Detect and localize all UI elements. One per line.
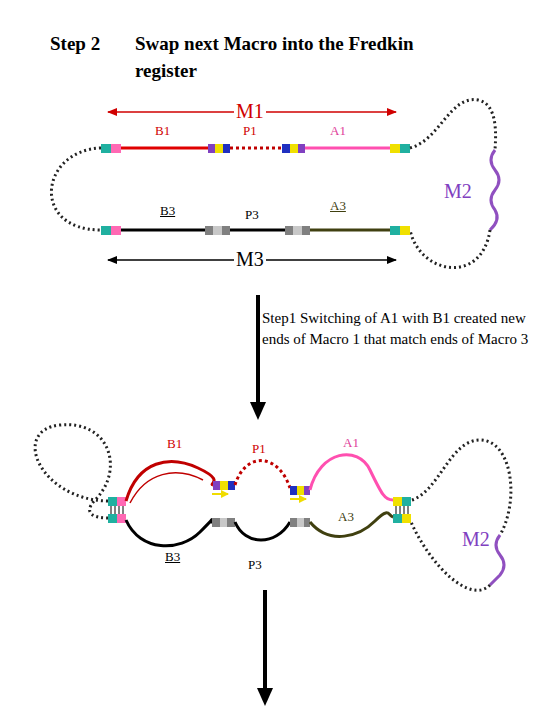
- end-site: [101, 144, 111, 153]
- end-site: [111, 144, 121, 153]
- dotted-dna-link: [410, 230, 490, 268]
- segment-label: P3: [248, 558, 262, 573]
- step-arrow-head: [250, 402, 266, 420]
- b3-segment: [121, 229, 205, 232]
- b1-segment: [121, 147, 208, 150]
- end-site: [111, 226, 121, 235]
- a3-segment: [310, 229, 390, 232]
- site-marker: [228, 481, 235, 490]
- segment-label: B1: [155, 124, 170, 139]
- dotted-dna-link: [412, 440, 511, 535]
- site-marker: [290, 486, 297, 495]
- pairing-bars: [396, 506, 408, 514]
- site-marker: [222, 226, 230, 235]
- end-site: [393, 514, 402, 523]
- site-marker: [297, 518, 304, 527]
- b3-segment: [126, 520, 212, 546]
- dotted-dna-link: [51, 148, 101, 230]
- b1-segment: [130, 473, 203, 503]
- p1-segment: [235, 461, 290, 488]
- site-marker: [302, 226, 310, 235]
- p1-segment: [230, 147, 282, 150]
- macro-label: M2: [462, 528, 490, 551]
- p3-segment: [235, 522, 290, 540]
- site-marker: [205, 226, 213, 235]
- end-site: [101, 226, 111, 235]
- macro-label: M3: [234, 248, 266, 271]
- site-marker: [298, 144, 305, 153]
- segment-label: A1: [343, 436, 359, 451]
- site-marker: [212, 518, 220, 527]
- b1-segment: [126, 462, 214, 501]
- segment-label: B1: [167, 437, 182, 452]
- site-marker: [293, 226, 302, 235]
- a1-segment: [305, 147, 390, 150]
- p3-segment: [230, 229, 285, 232]
- step-arrow: [263, 590, 267, 690]
- site-marker: [297, 486, 304, 495]
- step-number: Step 2: [50, 30, 100, 57]
- site-marker: [285, 226, 293, 235]
- end-site: [400, 144, 410, 153]
- site-marker: [220, 481, 228, 490]
- step-note: Step1 Switching of A1 with B1 created ne…: [262, 308, 534, 350]
- dotted-dna-link: [410, 100, 496, 150]
- dotted-dna-link: [411, 522, 490, 590]
- segment-label: P3: [245, 208, 259, 223]
- dotted-dna-link: [35, 425, 110, 518]
- segment-label: A1: [330, 124, 346, 139]
- m2-segment: [490, 535, 504, 585]
- site-marker: [290, 144, 298, 153]
- segment-label: A3: [330, 199, 346, 214]
- end-site: [117, 497, 126, 506]
- macro-label: M1: [234, 100, 266, 123]
- site-marker: [282, 144, 290, 153]
- end-site: [117, 514, 126, 523]
- site-marker: [304, 518, 310, 527]
- yellow-arrow: [212, 493, 228, 495]
- end-site: [402, 497, 411, 506]
- a1-segment: [310, 455, 393, 500]
- site-marker: [223, 144, 230, 153]
- segment-label: B3: [165, 550, 180, 565]
- site-marker: [290, 518, 297, 527]
- segment-label: P1: [243, 124, 257, 139]
- segment-label: A3: [338, 510, 354, 525]
- end-site: [108, 514, 117, 523]
- segment-label: B3: [160, 204, 175, 219]
- end-site: [402, 514, 411, 523]
- site-marker: [213, 226, 222, 235]
- m2-segment: [490, 150, 499, 230]
- site-marker: [304, 486, 310, 495]
- step-arrow: [256, 295, 260, 404]
- end-site: [108, 497, 117, 506]
- end-site: [393, 497, 402, 506]
- yellow-arrow: [290, 498, 306, 500]
- step-arrow-head: [257, 688, 273, 706]
- site-marker: [208, 144, 215, 153]
- macro-label: M2: [444, 180, 472, 203]
- diagram-title: Swap next Macro into the Fredkin registe…: [135, 30, 415, 84]
- site-marker: [215, 144, 223, 153]
- end-site: [390, 144, 400, 153]
- site-marker: [220, 518, 227, 527]
- segment-label: P1: [252, 442, 266, 457]
- end-site: [400, 226, 410, 235]
- end-site: [390, 226, 400, 235]
- pairing-bars: [111, 506, 123, 514]
- site-marker: [213, 481, 220, 490]
